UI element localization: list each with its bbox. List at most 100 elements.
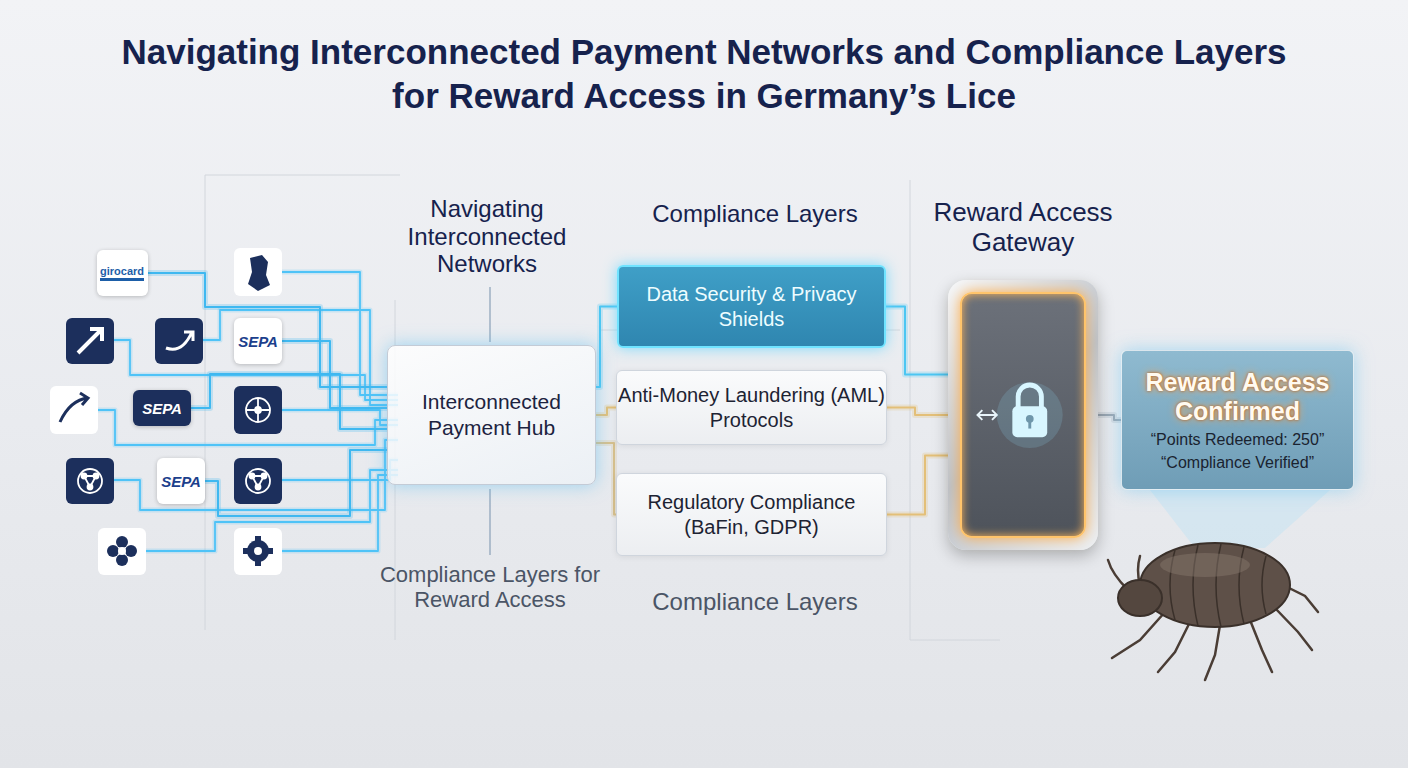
louse-leg <box>1250 620 1272 672</box>
lock-glow <box>997 382 1063 448</box>
network-lines <box>97 272 398 551</box>
connector <box>205 450 387 516</box>
connector-line <box>596 307 617 388</box>
connector <box>191 374 387 429</box>
connector-line <box>886 307 948 375</box>
grid-line <box>205 175 206 630</box>
node-text: SEPA <box>142 400 182 417</box>
section-label: Compliance Layers <box>620 588 890 616</box>
node-text: Anti-Money Laundering (AML) Protocols <box>617 383 886 433</box>
connector-line <box>205 450 387 516</box>
icon-tile <box>234 248 282 296</box>
section-label: Navigating Interconnected Networks <box>387 195 587 278</box>
icon-tile <box>234 528 282 575</box>
connector-glow <box>191 374 387 429</box>
flower-center <box>118 547 126 555</box>
icon-tile <box>155 318 203 364</box>
network-icon-links <box>252 476 264 487</box>
reward-gateway: Reward Access Gateway <box>948 280 1098 550</box>
louse-leg <box>1158 622 1190 672</box>
flower-petal <box>107 545 119 557</box>
flower-petal <box>116 536 128 548</box>
arrow-icon <box>78 329 102 353</box>
connector-glow <box>596 408 616 416</box>
louse-illustration <box>1108 543 1318 680</box>
compliance-layer-box: Regulatory Compliance (BaFin, GDPR) <box>616 473 887 556</box>
node-text: SEPA <box>161 473 201 490</box>
connector-line <box>596 408 616 416</box>
connector-glow <box>1098 415 1121 420</box>
leader-line <box>489 489 490 555</box>
icon-tile <box>98 528 146 575</box>
network-glow <box>97 272 398 551</box>
section-label: Compliance Layers for Reward Access <box>372 562 608 613</box>
node-text: Data Security & Privacy Shields <box>619 282 884 332</box>
connector-line <box>191 374 387 429</box>
network-icon-links <box>84 476 96 487</box>
network-icon-ring <box>246 398 270 422</box>
network-icon <box>246 398 270 422</box>
confirmation-panel: Reward Access Confirmed “Points Redeemed:… <box>1121 350 1354 490</box>
connector-glow <box>148 273 388 387</box>
network-core <box>97 272 398 551</box>
connector-glow <box>887 456 948 515</box>
lock-graphic <box>962 294 1084 536</box>
louse-head <box>1118 580 1162 616</box>
network-line <box>202 310 398 405</box>
network-line <box>202 310 398 405</box>
flower-petal <box>125 545 137 557</box>
lock-keyhole <box>1028 421 1031 429</box>
leader-line <box>489 287 490 342</box>
louse-body <box>1140 543 1290 627</box>
connector <box>596 307 617 388</box>
network-icon-cross <box>246 398 270 422</box>
projection-beam <box>1150 490 1330 548</box>
sepa-tile: SEPA <box>157 458 205 504</box>
connector <box>1098 415 1121 420</box>
connector-line <box>887 456 948 515</box>
louse-leg <box>1112 612 1165 658</box>
gateway-panel <box>960 292 1086 538</box>
node-text: girocard <box>100 265 144 281</box>
sepa-tile: SEPA <box>133 390 191 426</box>
node-text: “Points Redeemed: 250” <box>1151 431 1324 449</box>
connector <box>148 273 388 387</box>
node-text: Interconnected Payment Hub <box>388 389 595 442</box>
icon-tile <box>66 458 114 504</box>
exchange-arrow <box>977 410 996 420</box>
icon-tile <box>66 318 114 364</box>
section-label: Compliance Layers <box>620 200 890 228</box>
node-text: Regulatory Compliance (BaFin, GDPR) <box>617 490 886 540</box>
connector <box>887 456 948 515</box>
curve-arrow-icon <box>60 393 88 422</box>
connector-glow <box>886 307 948 375</box>
network-icon <box>246 469 270 493</box>
flower-petal <box>116 554 128 566</box>
network-icon-ring <box>246 469 270 493</box>
gear-hole <box>254 547 262 555</box>
connector-glow <box>205 450 387 516</box>
compliance-layer-box: Anti-Money Laundering (AML) Protocols <box>616 370 887 445</box>
node-text: “Compliance Verified” <box>1161 454 1314 472</box>
sepa-tile: SEPA <box>234 318 282 364</box>
connector-line <box>596 443 616 515</box>
icon-tile <box>50 386 98 434</box>
connector <box>596 408 616 416</box>
icon-tiles <box>50 248 282 575</box>
diagram-title: Navigating Interconnected Payment Networ… <box>94 30 1314 119</box>
grid-line <box>910 640 1000 641</box>
connector-glow <box>887 408 948 416</box>
connector <box>596 443 616 515</box>
grid-lines <box>205 175 1000 640</box>
lock-shackle <box>1018 385 1041 408</box>
map-icon <box>248 255 270 291</box>
node-text: Reward Access Confirmed <box>1122 368 1353 426</box>
gear-icon <box>243 536 273 566</box>
connector-line <box>887 408 948 416</box>
louse-highlight <box>1160 553 1250 577</box>
compliance-layer-box: Data Security & Privacy Shields <box>617 265 886 348</box>
flower-icon <box>107 536 137 566</box>
payment-hub: Interconnected Payment Hub <box>387 345 596 485</box>
curve-arrow-icon <box>166 332 193 349</box>
